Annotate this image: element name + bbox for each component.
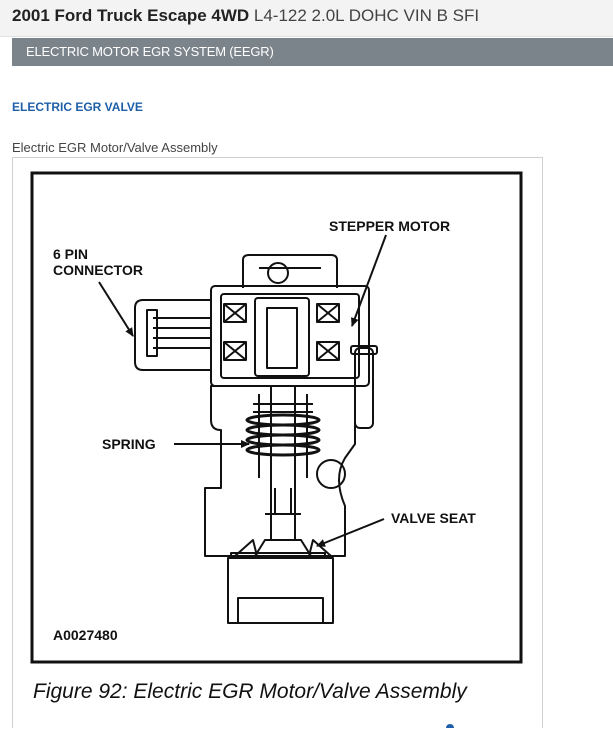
figure-frame: STEPPER MOTOR 6 PIN CONNECTOR SPRING VAL… bbox=[12, 157, 543, 728]
coil-winding bbox=[316, 341, 340, 361]
leader-valve-seat bbox=[316, 518, 385, 547]
lower-housing bbox=[227, 557, 334, 624]
subsection-heading: ELECTRIC EGR VALVE bbox=[12, 100, 143, 114]
page-title: 2001 Ford Truck Escape 4WD L4-122 2.0L D… bbox=[12, 6, 479, 26]
label-figure-id: A0027480 bbox=[53, 627, 118, 643]
coil-winding bbox=[223, 341, 247, 361]
scroll-indicator-icon bbox=[446, 724, 454, 728]
egr-valve-diagram bbox=[30, 171, 523, 664]
label-connector-line2: CONNECTOR bbox=[53, 262, 143, 278]
label-valve-seat: VALVE SEAT bbox=[391, 510, 476, 526]
coil-winding bbox=[316, 303, 340, 323]
valve-seat bbox=[234, 539, 332, 557]
coil-winding bbox=[223, 303, 247, 323]
label-spring: SPRING bbox=[102, 436, 156, 452]
figure-caption: Electric EGR Motor/Valve Assembly bbox=[12, 140, 218, 155]
diagram-border bbox=[30, 171, 523, 664]
label-stepper-motor: STEPPER MOTOR bbox=[329, 218, 451, 234]
motor-cap bbox=[242, 254, 338, 288]
label-connector-line1: 6 PIN bbox=[53, 246, 89, 262]
motor-housing bbox=[210, 285, 370, 387]
figure-title: Figure 92: Electric EGR Motor/Valve Asse… bbox=[33, 680, 467, 703]
leader-connector bbox=[98, 281, 134, 337]
leader-stepper-motor bbox=[351, 234, 387, 327]
side-bracket bbox=[354, 347, 374, 429]
valve-pintle bbox=[254, 539, 312, 557]
spring-coil bbox=[245, 443, 321, 457]
connector-housing bbox=[134, 299, 212, 371]
title-bar: 2001 Ford Truck Escape 4WD L4-122 2.0L D… bbox=[0, 0, 613, 37]
vehicle-name: 2001 Ford Truck Escape 4WD bbox=[12, 6, 250, 25]
engine-spec: L4-122 2.0L DOHC VIN B SFI bbox=[253, 6, 480, 25]
section-header: ELECTRIC MOTOR EGR SYSTEM (EEGR) bbox=[12, 38, 613, 66]
